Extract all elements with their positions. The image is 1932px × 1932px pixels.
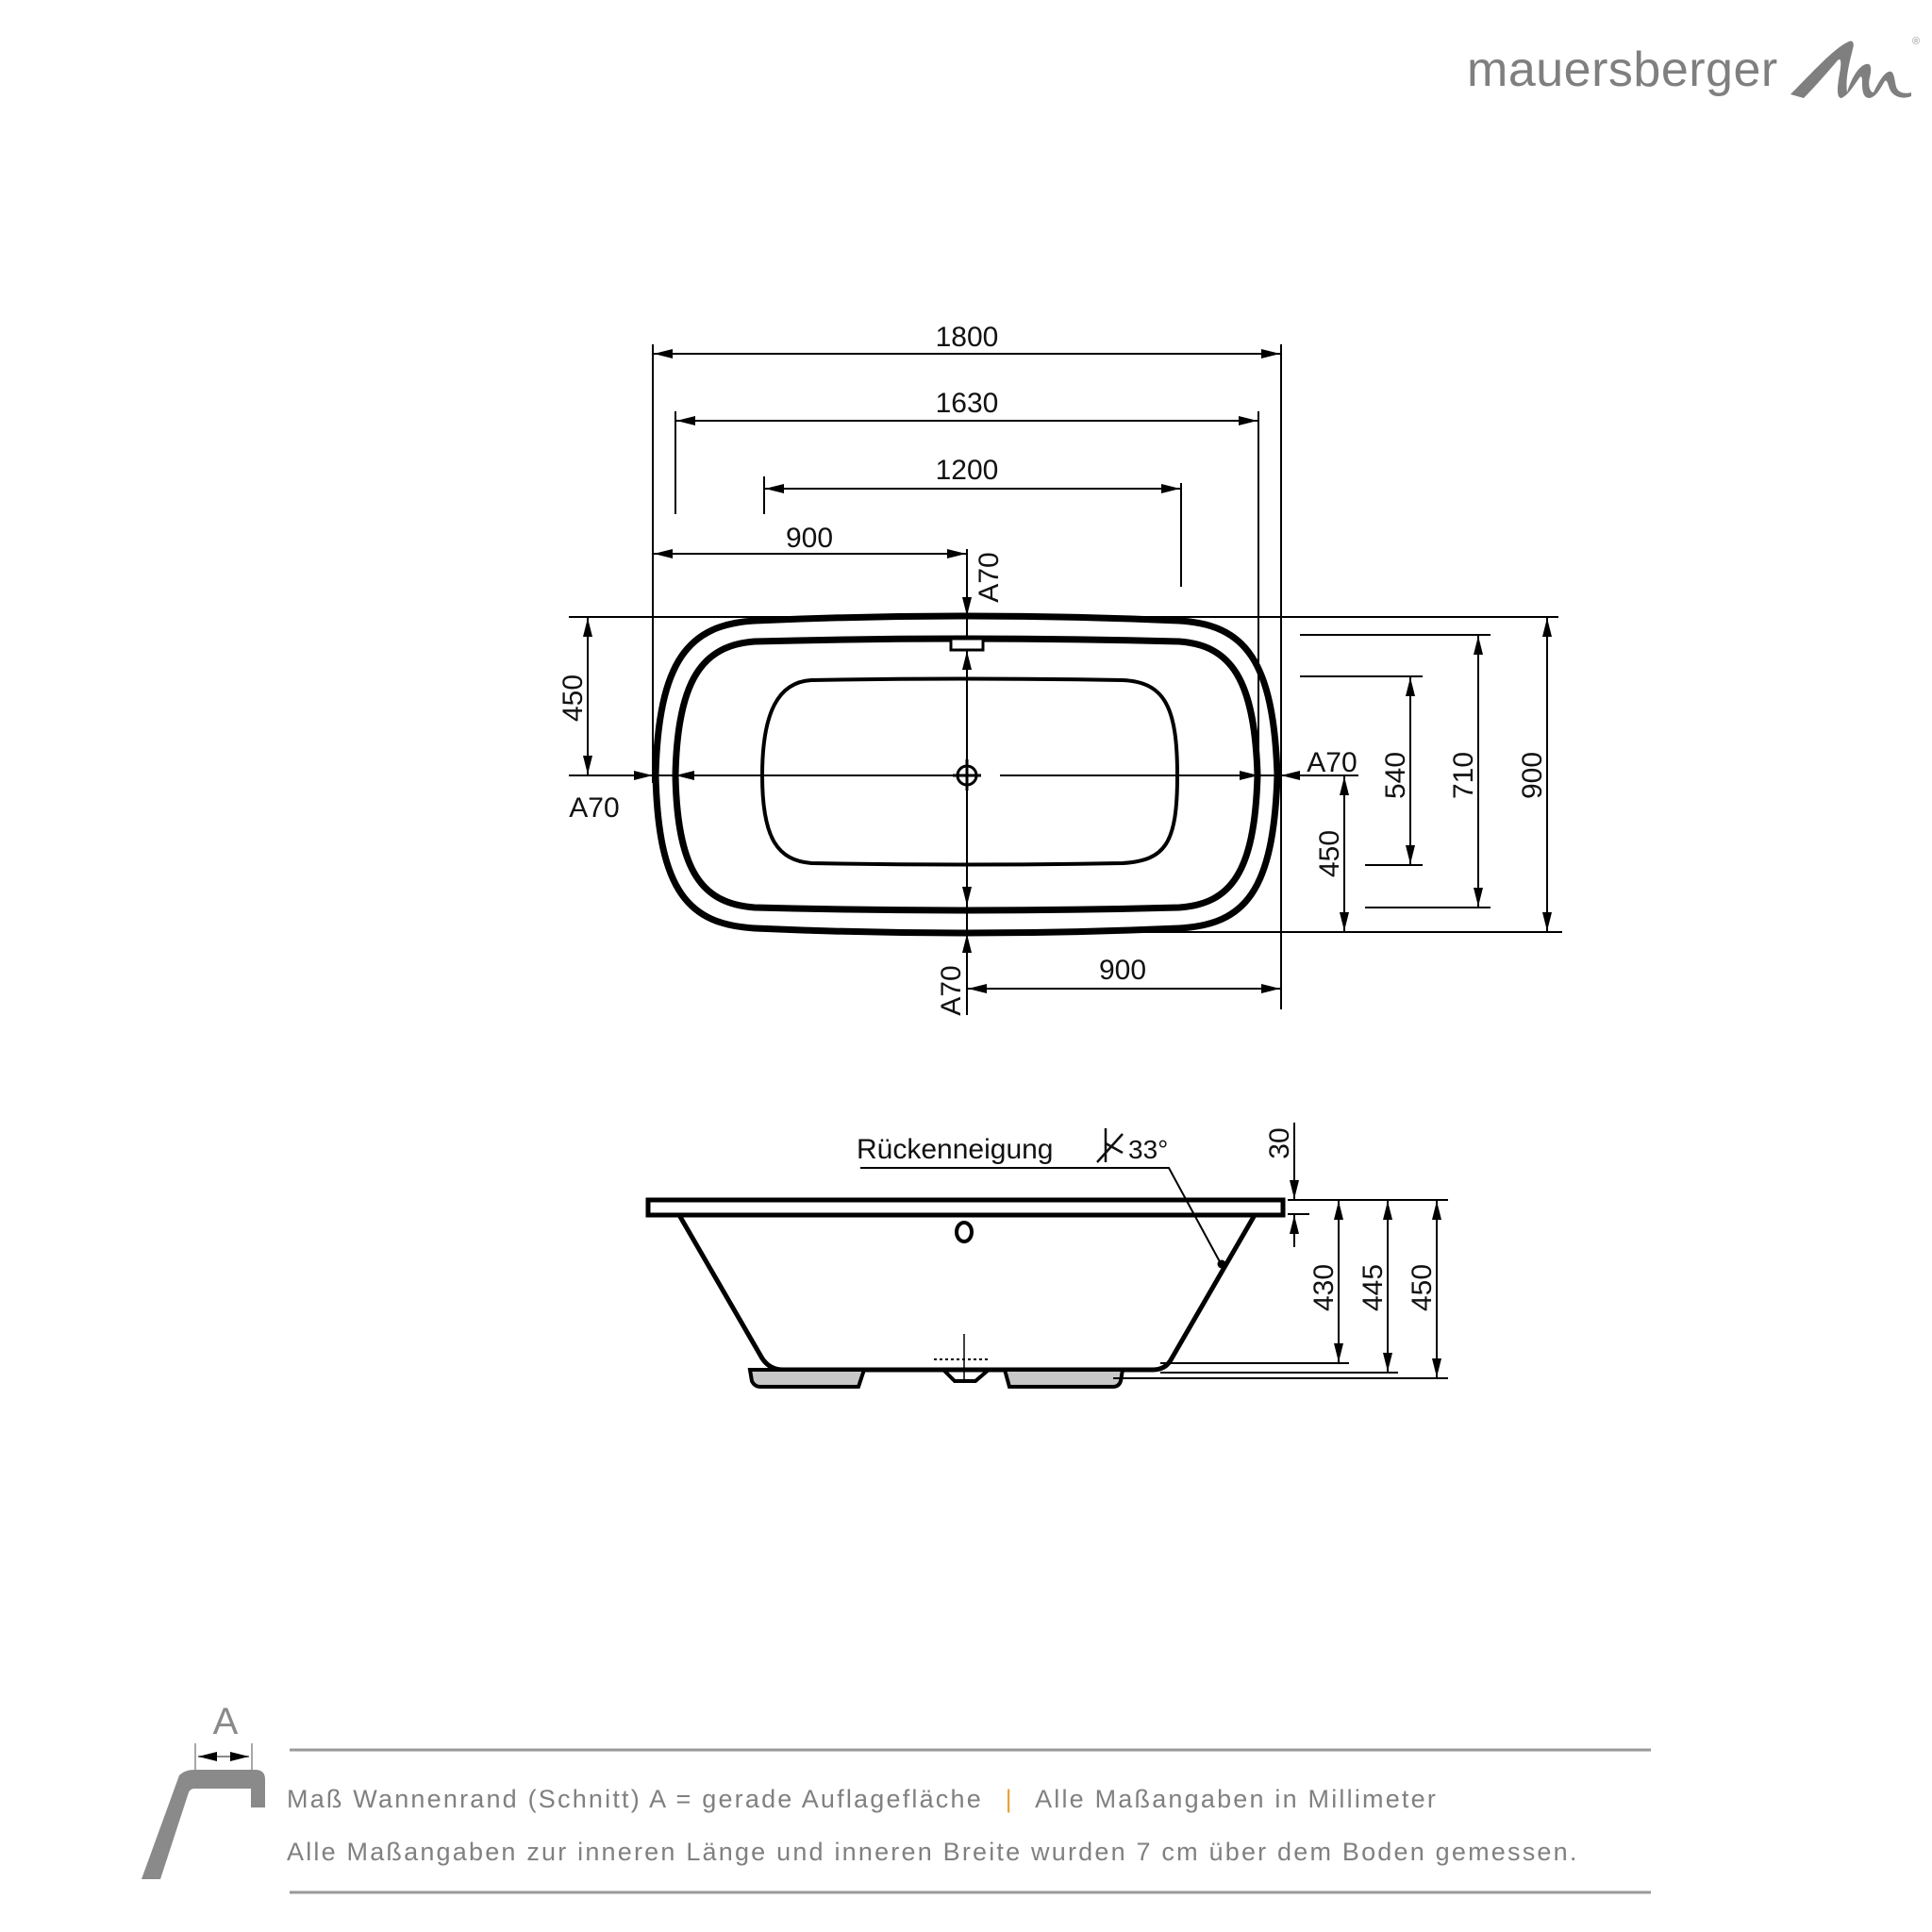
rim-label-left: A70 (569, 792, 619, 824)
plan-view (569, 344, 1562, 1015)
dim-label-450-left: 450 (558, 675, 589, 722)
plan-view-labels: 1800 1630 1200 900 900 450 900 710 540 4… (558, 322, 1548, 1016)
registered-mark: ® (1912, 36, 1921, 47)
foot-right (1002, 1368, 1125, 1389)
angle-icon (1096, 1128, 1124, 1163)
rim-profile-icon (142, 1770, 265, 1879)
dim-label-540: 540 (1380, 752, 1411, 799)
dim-label-900-right: 900 (1517, 752, 1548, 799)
dim-label-710: 710 (1448, 752, 1479, 799)
tub-inner-bottom (759, 676, 1180, 867)
section-overflow-icon (955, 1221, 974, 1243)
tub-inner-rim (672, 635, 1261, 914)
dim-label-450-right: 450 (1314, 830, 1345, 877)
section-rim (645, 1197, 1286, 1218)
rim-symbol-label: A (213, 1701, 239, 1742)
dim-label-900-top: 900 (786, 523, 833, 554)
legend-rim-symbol: A (142, 1701, 265, 1879)
backrest-angle: 33° (1128, 1135, 1168, 1164)
section-view (645, 1123, 1448, 1389)
tub-outer-rim (652, 612, 1281, 937)
dim-label-1200: 1200 (936, 455, 999, 486)
dim-label-1800: 1800 (936, 322, 999, 353)
backrest-label: Rückenneigung (857, 1134, 1054, 1165)
dim-label-900-bottom: 900 (1099, 955, 1146, 986)
section-view-labels: Rückenneigung 33° 30 430 445 450 (857, 1127, 1438, 1311)
legend-units-note: Alle Maßangaben in Millimeter (1035, 1785, 1439, 1813)
brand-name: mauersberger (1467, 42, 1778, 97)
legend-line-2: Alle Maßangaben zur inneren Länge und in… (287, 1838, 1579, 1866)
section-drain (941, 1368, 991, 1383)
section-body (676, 1213, 1257, 1373)
legend-separator: | (1005, 1785, 1014, 1813)
dim-label-430: 430 (1308, 1264, 1340, 1311)
rim-label-top: A70 (974, 552, 1005, 602)
drain-icon (953, 759, 981, 791)
foot-left (747, 1368, 867, 1389)
rim-label-bottom: A70 (936, 965, 967, 1015)
overflow-icon (949, 637, 985, 652)
legend-line-1: Maß Wannenrand (Schnitt) A = gerade Aufl… (287, 1785, 1438, 1814)
legend-rim-note: Maß Wannenrand (Schnitt) A = gerade Aufl… (287, 1785, 983, 1813)
dim-label-450-height: 450 (1407, 1264, 1438, 1311)
rim-label-right: A70 (1307, 747, 1357, 778)
brand-logo: mauersberger ® (1467, 36, 1920, 111)
brand-mountain-icon (1790, 41, 1911, 98)
dim-label-1630: 1630 (936, 388, 999, 419)
dim-label-445: 445 (1357, 1264, 1389, 1311)
dim-label-30: 30 (1264, 1127, 1295, 1158)
